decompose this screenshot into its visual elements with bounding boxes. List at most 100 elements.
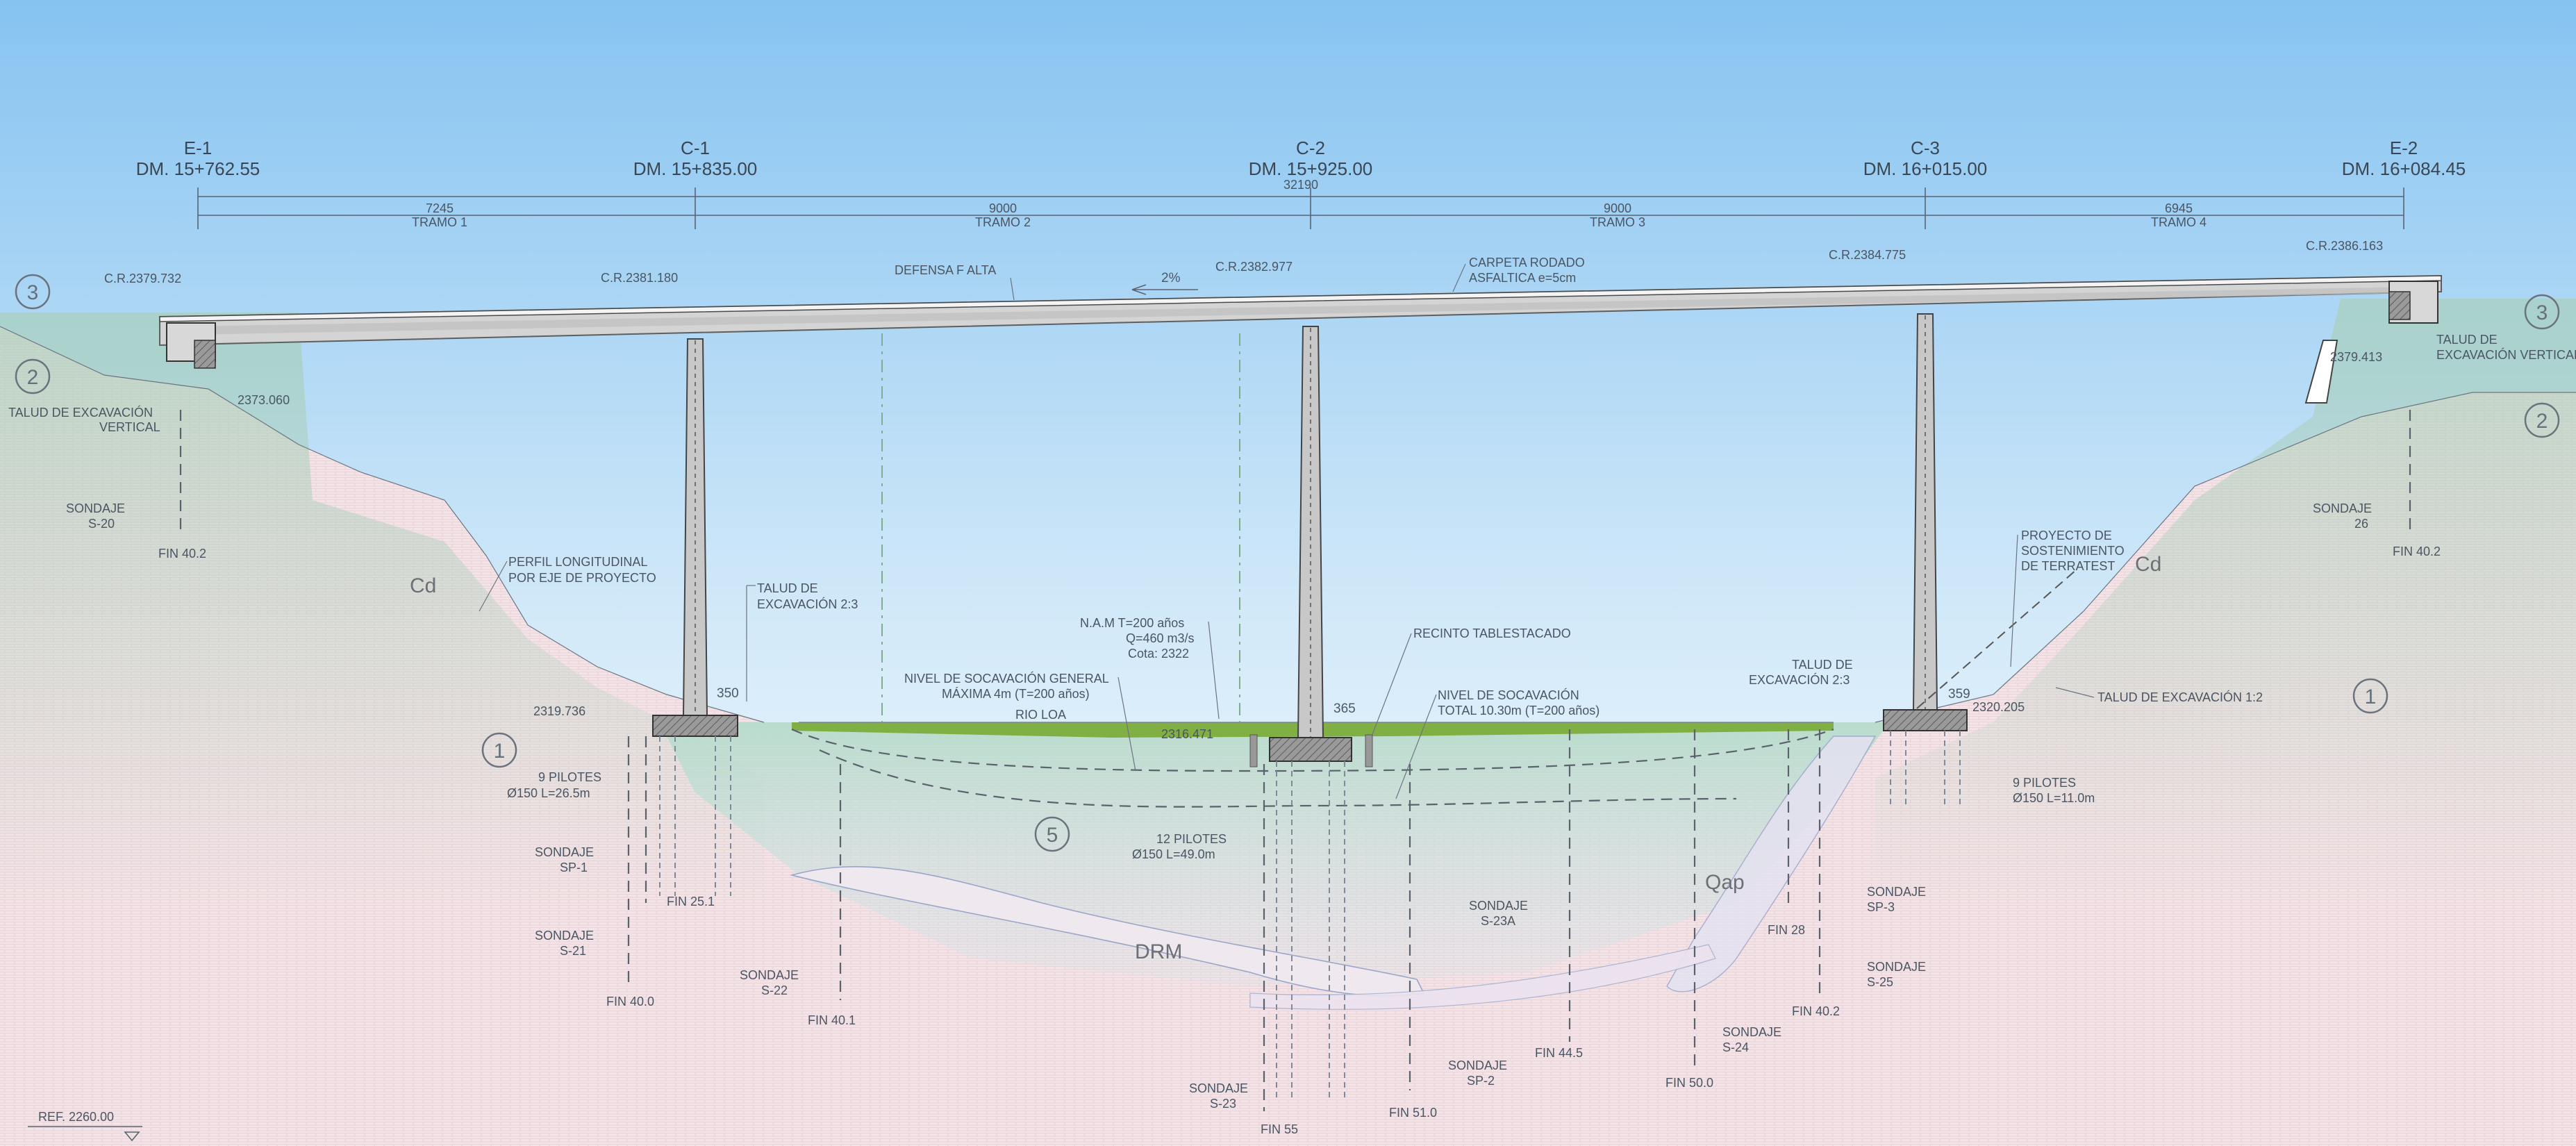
- svg-text:9000: 9000: [989, 201, 1017, 215]
- qap-layer: [1666, 736, 1877, 993]
- borehole-s24: SONDAJE S-24 FIN 50.0: [1665, 1025, 1781, 1090]
- svg-text:TRAMO 4: TRAMO 4: [2151, 215, 2207, 229]
- bridge-deck: [159, 274, 2442, 347]
- pier-c3: [1883, 313, 1968, 731]
- axis-e1-header: E-1 DM. 15+762.55: [136, 138, 260, 179]
- svg-text:REF. 2260.00: REF. 2260.00: [38, 1110, 114, 1124]
- svg-text:SP-3: SP-3: [1867, 900, 1895, 914]
- perfil-label-1: PERFIL LONGITUDINAL: [508, 555, 647, 569]
- svg-text:FIN 40.2: FIN 40.2: [158, 547, 206, 560]
- borehole-s25: SONDAJE S-25 FIN 40.2: [1792, 960, 1926, 1018]
- recinto-label: RECINTO TABLESTACADO: [1413, 626, 1571, 640]
- abutment-e1: [166, 322, 216, 369]
- span-3: 9000 TRAMO 3: [1590, 201, 1645, 229]
- terratest-label-2: SOSTENIMIENTO: [2021, 544, 2125, 558]
- borehole-sp3: SONDAJE SP-3 FIN 28: [1768, 885, 1926, 937]
- piles-c1-label-2: Ø150 L=26.5m: [507, 786, 590, 800]
- soil-drm: DRM: [1135, 940, 1182, 963]
- cr-e1: C.R.2379.732: [104, 272, 181, 285]
- pier-c1: [652, 338, 738, 737]
- dimension-chain: [197, 188, 2404, 229]
- svg-text:S-20: S-20: [88, 517, 115, 531]
- svg-text:SONDAJE: SONDAJE: [2313, 501, 2372, 515]
- svg-text:1: 1: [2365, 686, 2377, 708]
- axis-c2-header: C-2 DM. 15+925.00: [1249, 138, 1373, 179]
- svg-text:7245: 7245: [426, 201, 454, 215]
- perfil-label-2: POR EJE DE PROYECTO: [508, 571, 656, 585]
- soil-cd-right: Cd: [2135, 553, 2161, 576]
- talud23-label-2: EXCAVACIÓN 2:3: [757, 597, 858, 611]
- carpeta-label-2: ASFALTICA e=5cm: [1469, 271, 1576, 285]
- svg-text:FIN 40.2: FIN 40.2: [1792, 1004, 1840, 1018]
- nam-label-1: N.A.M T=200 años: [1080, 616, 1184, 630]
- soil-zone-3-left: 3: [15, 274, 51, 310]
- reference-level: REF. 2260.00: [28, 1110, 142, 1142]
- svg-text:SONDAJE: SONDAJE: [1189, 1081, 1248, 1095]
- longitudinal-profile: [0, 326, 765, 723]
- svg-text:FIN 44.5: FIN 44.5: [1535, 1046, 1583, 1060]
- drm-layer: [789, 866, 1425, 997]
- svg-text:C-1: C-1: [681, 138, 710, 158]
- socav-total-1: NIVEL DE SOCAVACIÓN: [1438, 688, 1579, 702]
- cr-c2: C.R.2382.977: [1215, 260, 1293, 274]
- general-scour-line: [791, 728, 1834, 772]
- svg-text:FIN 40.1: FIN 40.1: [808, 1013, 856, 1027]
- svg-text:S-22: S-22: [761, 983, 788, 997]
- soil-zone-2-left: 2: [15, 358, 51, 395]
- borehole-s23: SONDAJE S-23 FIN 55: [1189, 1081, 1298, 1136]
- span-2: 9000 TRAMO 2: [975, 201, 1031, 229]
- svg-text:SONDAJE: SONDAJE: [1867, 885, 1926, 899]
- piles-c3-label-2: Ø150 L=11.0m: [2013, 791, 2095, 805]
- carpeta-label-1: CARPETA RODADO: [1469, 256, 1585, 269]
- talud23-label-1: TALUD DE: [757, 581, 818, 595]
- svg-text:E-1: E-1: [184, 138, 212, 158]
- svg-text:S-25: S-25: [1867, 975, 1893, 989]
- pier-width-c1: 350: [717, 686, 739, 701]
- svg-text:S-23A: S-23A: [1481, 914, 1515, 928]
- svg-text:DM. 15+762.55: DM. 15+762.55: [136, 158, 260, 179]
- svg-text:DM. 15+925.00: DM. 15+925.00: [1249, 158, 1373, 179]
- piles-c1: [659, 736, 731, 896]
- svg-text:S-23: S-23: [1210, 1097, 1236, 1111]
- talud-vertical-right-2: EXCAVACIÓN VERTICAL: [2436, 347, 2576, 362]
- svg-text:DM. 16+015.00: DM. 16+015.00: [1863, 158, 1988, 179]
- soil-zone-2-right: 2: [2524, 402, 2560, 438]
- borehole-sp2: SONDAJE SP-2 FIN 51.0: [1389, 1058, 1507, 1120]
- svg-text:C-2: C-2: [1296, 138, 1325, 158]
- piles-c2: [1276, 761, 1345, 1097]
- borehole-lines: [179, 410, 2411, 1111]
- cr-e2: C.R.2386.163: [2306, 239, 2383, 253]
- soil-zone-3-right: 3: [2524, 294, 2560, 330]
- talud-vertical-right-1: TALUD DE: [2436, 333, 2498, 347]
- svg-text:SONDAJE: SONDAJE: [1469, 899, 1528, 913]
- piles-c3: [1890, 731, 1961, 806]
- level-e2-base: 2379.413: [2330, 350, 2382, 364]
- socav-total-2: TOTAL 10.30m (T=200 años): [1438, 704, 1599, 717]
- svg-text:S-24: S-24: [1722, 1040, 1749, 1054]
- piles-c2-label-2: Ø150 L=49.0m: [1132, 847, 1215, 861]
- axis-center-lines: [881, 333, 1240, 722]
- level-e1-base: 2373.060: [238, 393, 290, 407]
- svg-text:3: 3: [2536, 301, 2548, 324]
- svg-text:TRAMO 1: TRAMO 1: [412, 215, 467, 229]
- lower-lens: [1249, 944, 1716, 1010]
- svg-text:SONDAJE: SONDAJE: [535, 929, 594, 942]
- right-excavation-slope: [1916, 569, 2077, 709]
- axis-e2-header: E-2 DM. 16+084.45: [2342, 138, 2466, 179]
- soil-cd-left: Cd: [410, 574, 436, 597]
- borehole-26: SONDAJE 26 FIN 40.2: [2313, 501, 2441, 558]
- borehole-s23a: SONDAJE S-23A FIN 44.5: [1469, 899, 1583, 1060]
- talud23b-label-2: EXCAVACIÓN 2:3: [1749, 672, 1850, 687]
- svg-text:3: 3: [27, 281, 39, 304]
- svg-text:FIN 40.2: FIN 40.2: [2393, 545, 2441, 558]
- svg-text:6945: 6945: [2165, 201, 2193, 215]
- svg-text:FIN 40.0: FIN 40.0: [606, 995, 654, 1008]
- right-wall: [2304, 340, 2338, 404]
- svg-text:DM. 15+835.00: DM. 15+835.00: [633, 158, 758, 179]
- svg-text:5: 5: [1047, 824, 1058, 847]
- cr-c3: C.R.2384.775: [1829, 248, 1906, 262]
- level-c3-ground: 2320.205: [1972, 700, 2025, 714]
- borehole-sp1: SONDAJE SP-1 FIN 25.1: [535, 845, 715, 908]
- svg-text:DM. 16+084.45: DM. 16+084.45: [2342, 158, 2466, 179]
